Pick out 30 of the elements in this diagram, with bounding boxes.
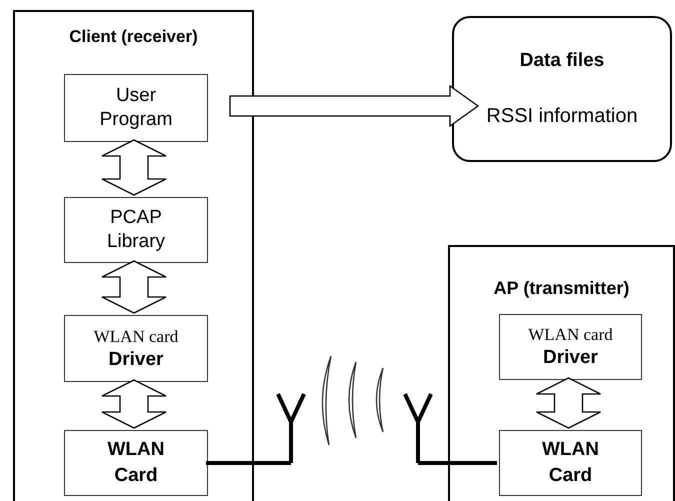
process-box [64, 74, 208, 142]
double-block-arrow [101, 379, 167, 429]
cable-line [418, 461, 497, 465]
heading: Data files [520, 48, 604, 73]
label: WLAN Card [106, 438, 166, 488]
label: Driver [543, 346, 598, 370]
data-files-box [452, 16, 672, 162]
client-panel [13, 10, 254, 501]
label: RSSI information [486, 104, 638, 130]
label: PCAP Library [106, 206, 166, 254]
process-box [499, 430, 642, 496]
heading: Client (receiver) [68, 26, 199, 48]
heading: AP (transmitter) [492, 277, 630, 300]
double-block-arrow [536, 377, 602, 429]
cable-line [206, 461, 291, 465]
process-box [64, 430, 208, 496]
antenna-icon [403, 392, 433, 463]
process-box [64, 197, 208, 263]
label: WLAN card [528, 324, 613, 346]
label: WLAN Card [541, 438, 600, 488]
double-block-arrow [101, 260, 167, 314]
process-box [499, 314, 642, 380]
label: User Program [98, 84, 174, 132]
access-point-panel [448, 245, 675, 501]
label: Driver [108, 348, 164, 372]
block-arrow [229, 84, 480, 128]
double-block-arrow [101, 139, 167, 196]
process-box [64, 315, 208, 382]
label: WLAN card [94, 326, 178, 348]
antenna-icon [276, 392, 306, 463]
